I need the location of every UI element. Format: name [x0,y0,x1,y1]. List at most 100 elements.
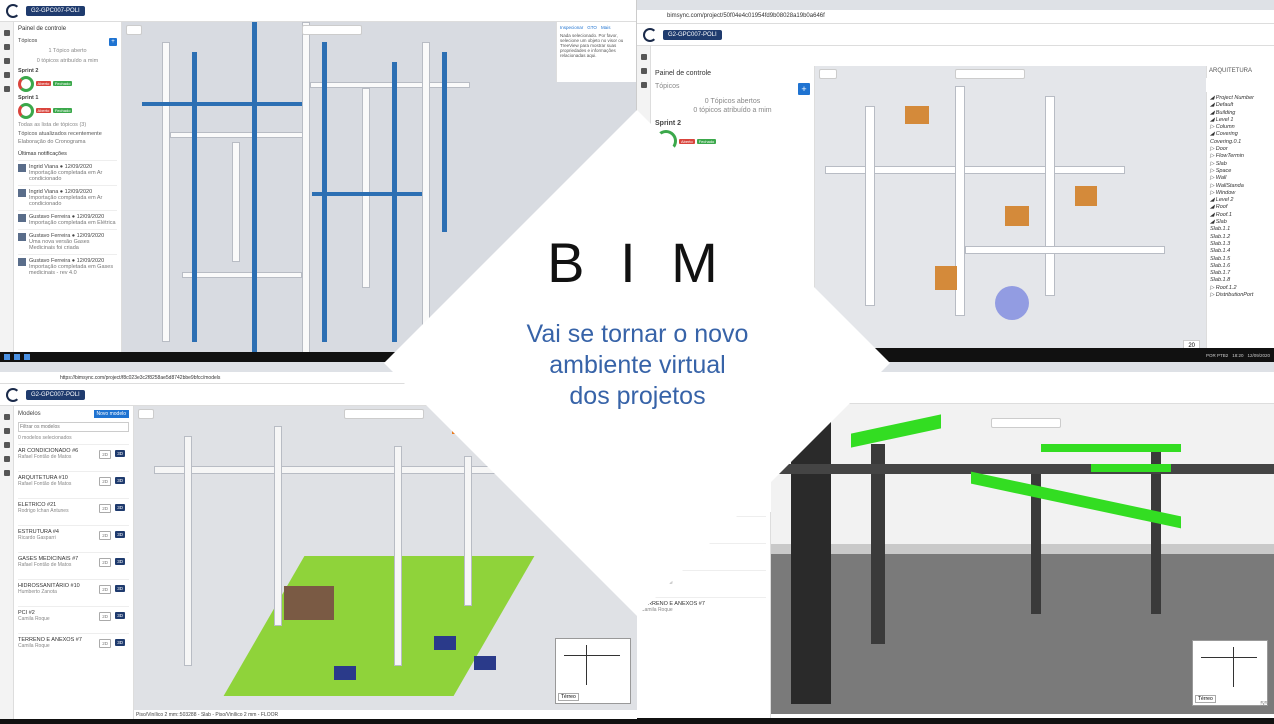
tree-node[interactable]: ◢ Covering [1210,131,1238,138]
windows-start-icon[interactable] [4,354,10,360]
home-icon[interactable] [3,30,10,36]
minimap[interactable]: Térreo [1192,640,1268,706]
search-icon[interactable] [14,354,20,360]
recent-topic-item[interactable]: Elaboração do Cronograma [18,139,86,145]
cube-icon[interactable] [3,428,10,434]
tree-node[interactable]: Slab.1.8 [1210,277,1231,284]
all-topics-link[interactable]: Todas as lista de tópicos (3) [18,122,87,128]
project-selector[interactable]: G2-GPC007-POLI [663,29,722,40]
open-2d-button[interactable]: 2D [99,504,111,513]
3d-viewport[interactable]: Térreo [134,406,637,710]
tree-node[interactable]: ◢ Roof [1210,204,1228,211]
tree-node[interactable]: ▷ Space [1210,167,1232,174]
browser-address-bar[interactable]: bimsync.com/project/50f04e4c01954fd9b080… [637,10,1274,24]
topics-icon[interactable] [3,456,10,462]
open-3d-button[interactable]: 3D [115,639,125,646]
add-topic-button[interactable]: + [109,38,117,46]
cube-icon[interactable] [3,44,10,50]
open-2d-button[interactable]: 2D [99,477,111,486]
open-3d-button[interactable]: 3D [115,477,125,484]
filter-input[interactable] [18,422,129,432]
view-mode-toolbar[interactable] [302,25,362,35]
tree-node[interactable]: ▷ Window [1210,189,1236,196]
project-selector[interactable]: G2-GPC007-POLI [26,389,85,400]
tree-node[interactable]: ◢ Roof.1 [1210,211,1232,218]
open-3d-button[interactable]: 3D [115,450,125,457]
tab-inspect[interactable]: Inspecionar [560,25,584,30]
open-3d-button[interactable]: 3D [115,531,125,538]
tree-node[interactable]: Slab.1.6 [1210,262,1231,269]
tree-header[interactable]: ARQUITETURA [1206,66,1274,78]
model-tree[interactable]: ◢ Project Number ◢ Default ◢ Building ◢ … [1206,92,1274,362]
3d-viewport[interactable]: 20 [815,66,1206,362]
minimap[interactable]: Térreo [555,638,631,704]
tree-node[interactable]: ◢ Project Number [1210,95,1254,101]
language-indicator[interactable]: POR PTB2 [1205,352,1229,358]
tree-node[interactable]: Slab.1.2 [1210,233,1231,240]
topics-icon[interactable] [3,72,10,78]
new-model-button[interactable]: Novo modelo [93,410,129,418]
viewer-menu-button[interactable] [819,69,837,79]
home-icon[interactable] [3,414,10,420]
tab-more[interactable]: Mais [600,25,611,30]
tree-node[interactable]: Slab.1.5 [1210,255,1231,262]
project-selector[interactable]: G2-GPC007-POLI [26,5,85,16]
grid-icon[interactable] [640,82,647,88]
tree-node[interactable]: ▷ Door [1210,146,1228,153]
tree-node[interactable]: ▷ DistributionPort [1210,292,1254,299]
open-3d-button[interactable]: 3D [115,612,125,619]
tree-node[interactable]: Slab.1.1 [1210,226,1231,233]
tree-node[interactable]: ◢ Default [1210,102,1234,109]
tree-node[interactable]: ▷ FlowTermin [1210,153,1244,160]
folder-icon[interactable] [3,470,10,476]
tree-node[interactable]: ▷ WallStanda [1210,182,1244,189]
tree-node[interactable]: ◢ Level 1 [1210,116,1234,123]
grid-icon[interactable] [3,58,10,64]
open-3d-button[interactable]: 3D [115,504,125,511]
tree-node[interactable]: ▷ Wall [1210,175,1227,182]
floor-select[interactable]: Térreo [1195,695,1216,703]
tree-node[interactable]: ▷ Column [1210,124,1235,131]
folder-icon[interactable] [3,86,10,92]
tree-node[interactable]: ▷ Roof.1.2 [1210,284,1237,291]
view-mode-toolbar[interactable] [991,418,1061,428]
open-2d-button[interactable]: 2D [99,585,111,594]
open-3d-button[interactable]: 3D [115,585,125,592]
open-2d-button[interactable]: 2D [99,558,111,567]
tree-node[interactable]: ◢ Slab [1210,219,1227,226]
tree-node[interactable]: Slab.1.3 [1210,240,1231,247]
open-2d-button[interactable]: 2D [99,450,111,459]
grid-icon[interactable] [3,442,10,448]
tree-node[interactable]: Slab.1.7 [1210,270,1231,277]
home-icon[interactable] [640,54,647,60]
tab-gto[interactable]: GTO [587,25,597,30]
topics-list-link[interactable]: Lista de tópicos (3) [655,198,715,205]
viewer-menu-button[interactable] [126,25,142,35]
open-2d-button[interactable]: 2D [99,612,111,621]
tree-node[interactable]: Slab.1.4 [1210,248,1231,255]
tree-node[interactable]: ◢ Building [1210,109,1236,116]
open-3d-button[interactable]: 3D [115,558,125,565]
open-2d-button[interactable]: 2D [99,531,111,540]
add-topic-button[interactable]: + [798,83,810,95]
viewer-menu-button[interactable] [138,409,154,419]
open-2d-button[interactable]: 2D [99,639,111,648]
tree-node[interactable]: Covering.0.1 [1210,138,1242,145]
3d-viewport[interactable]: Térreo [771,404,1274,714]
view-mode-toolbar[interactable] [955,69,1025,79]
